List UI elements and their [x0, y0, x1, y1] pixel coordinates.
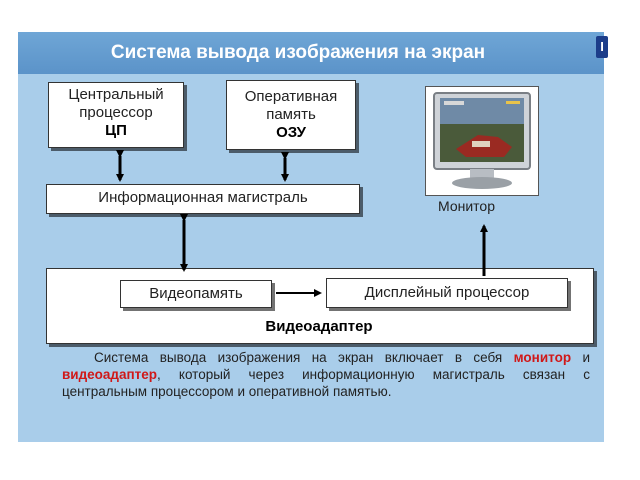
video-adapter-label: Видеоадаптер	[265, 318, 373, 335]
monitor-label: Монитор	[438, 198, 495, 214]
slide-title: Система вывода изображения на экран	[110, 42, 486, 63]
caption-highlight-adapter: видеоадаптер	[62, 367, 158, 382]
caption-text: Система вывода изображения на экран вклю…	[62, 349, 590, 400]
corner-badge: I	[596, 36, 608, 58]
cpu-label-abbr: ЦП	[105, 122, 127, 139]
caption-highlight-monitor: монитор	[513, 350, 572, 365]
title-bar	[18, 32, 604, 74]
ram-label-line2: память	[266, 106, 316, 123]
caption-part3: , который через информационную магистрал…	[62, 367, 590, 399]
bus-box: Информационная магистраль	[46, 184, 360, 214]
cpu-label-line1: Центральный	[68, 86, 164, 103]
monitor-icon	[433, 92, 531, 189]
display-processor-box: Дисплейный процессор	[326, 278, 568, 308]
caption-part2: и	[571, 350, 590, 365]
ram-label-abbr: ОЗУ	[276, 124, 306, 141]
ram-box: Оперативная память ОЗУ	[226, 80, 356, 150]
video-memory-box: Видеопамять	[120, 280, 272, 308]
caption-part1: Система вывода изображения на экран вклю…	[94, 350, 514, 365]
cpu-box: Центральный процессор ЦП	[48, 82, 184, 148]
cpu-label-line2: процессор	[79, 104, 153, 121]
ram-label-line1: Оперативная	[244, 88, 338, 105]
monitor-image	[425, 86, 539, 196]
